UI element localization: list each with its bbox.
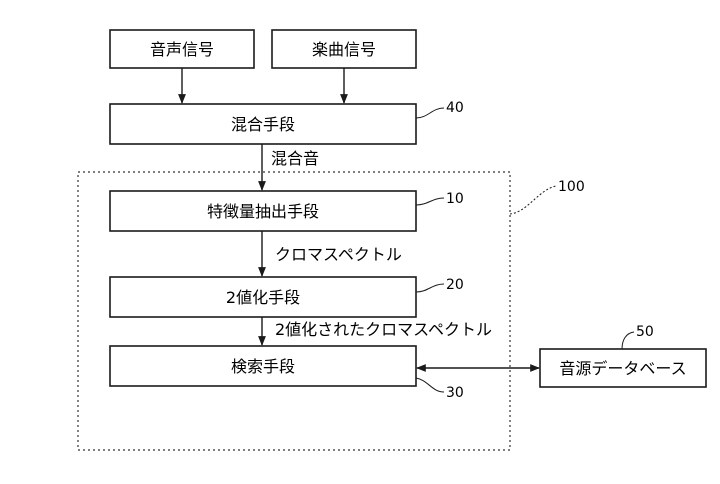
ref-leader-20 — [415, 283, 445, 293]
voice-signal-label: 音声信号 — [150, 40, 214, 59]
sound-database-label: 音源データベース — [559, 359, 686, 378]
ref-leader-40 — [415, 107, 445, 119]
music-signal-label: 楽曲信号 — [312, 40, 376, 59]
feature-extraction-label: 特徴量抽出手段 — [207, 202, 319, 221]
binarization-label: 2値化手段 — [226, 288, 300, 307]
ref-leader-50 — [621, 331, 635, 350]
ref-number-50: 50 — [636, 324, 654, 340]
search-label: 検索手段 — [231, 357, 295, 376]
mixing-box: 混合手段 — [109, 103, 417, 145]
ref-number-10: 10 — [446, 191, 464, 207]
ref-leader-30 — [415, 377, 445, 393]
chroma-spectrum-label: クロマスペクトル — [275, 245, 402, 264]
voice-signal-box: 音声信号 — [109, 29, 255, 69]
feature-extraction-box: 特徴量抽出手段 — [109, 190, 417, 232]
binarization-box: 2値化手段 — [109, 276, 417, 318]
sound-database-box: 音源データベース — [539, 348, 707, 388]
ref-number-30: 30 — [446, 385, 464, 401]
mixed-sound-label: 混合音 — [271, 149, 319, 168]
ref-number-40: 40 — [446, 100, 464, 116]
binarized-chroma-spectrum-label: 2値化されたクロマスペクトル — [275, 320, 492, 339]
ref-leader-10 — [415, 197, 445, 206]
ref-number-100: 100 — [558, 179, 585, 195]
ref-number-20: 20 — [446, 277, 464, 293]
mixing-label: 混合手段 — [231, 115, 295, 134]
music-signal-box: 楽曲信号 — [271, 29, 417, 69]
system-boundary — [77, 171, 511, 451]
search-box: 検索手段 — [109, 345, 417, 387]
ref-leader-100 — [509, 185, 557, 215]
